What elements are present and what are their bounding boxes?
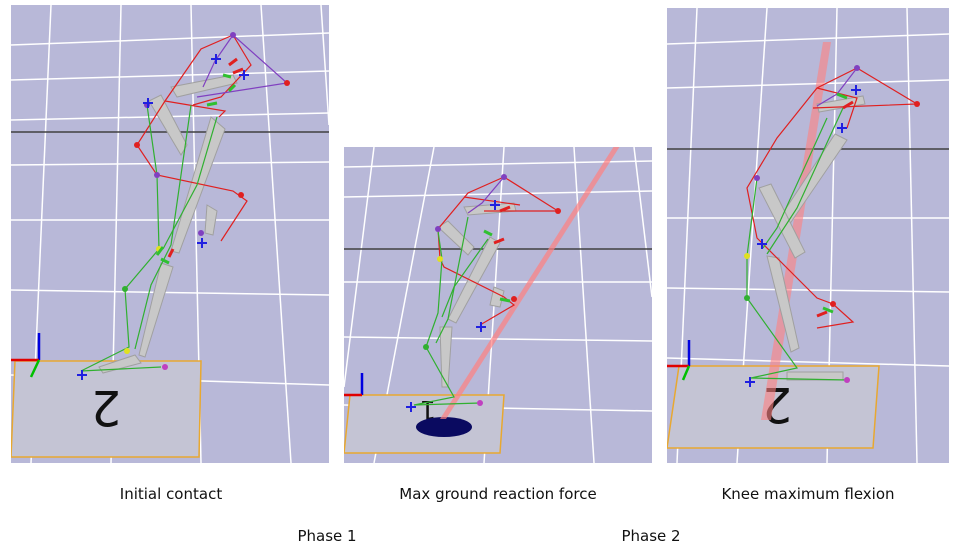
phase-1-label: Phase 1 <box>297 527 357 545</box>
lab-axes-icon <box>11 333 41 378</box>
biomech-scene-1: 2 <box>11 5 329 463</box>
marker-links-green <box>746 107 848 381</box>
joint-centers <box>745 85 861 387</box>
caption-knee-maximum-flexion: Knee maximum flexion <box>721 485 895 503</box>
body-segments <box>758 95 866 381</box>
frame-knee-maximum-flexion: 2 <box>667 8 949 463</box>
joint-centers <box>77 54 249 380</box>
caption-initial-contact: Initial contact <box>119 485 223 503</box>
force-plate: 2 <box>11 360 202 458</box>
lab-axes-icon <box>667 340 691 381</box>
biomech-scene-2: 1 <box>344 147 652 463</box>
force-plate: 1 <box>344 394 505 454</box>
center-of-pressure-icon <box>416 417 472 437</box>
frame-initial-contact: 2 <box>11 5 329 463</box>
body-segments <box>437 202 517 388</box>
biomech-scene-3: 2 <box>667 8 949 463</box>
lab-axes-icon <box>344 373 364 397</box>
markers <box>423 174 561 406</box>
ground-reaction-force-arrow-icon <box>761 42 831 420</box>
marker-links-red <box>136 34 252 242</box>
caption-max-ground-reaction-force: Max ground reaction force <box>399 485 597 503</box>
frame-max-ground-reaction-force: 1 <box>344 147 652 463</box>
phase-2-label: Phase 2 <box>621 527 681 545</box>
ground-reaction-force-arrow-icon <box>440 147 620 419</box>
joint-centers <box>406 200 511 412</box>
markers <box>122 32 290 370</box>
force-plate-number: 2 <box>91 379 122 435</box>
markers <box>744 65 920 383</box>
marker-links-green <box>413 216 489 406</box>
marker-links-purple <box>467 176 505 214</box>
